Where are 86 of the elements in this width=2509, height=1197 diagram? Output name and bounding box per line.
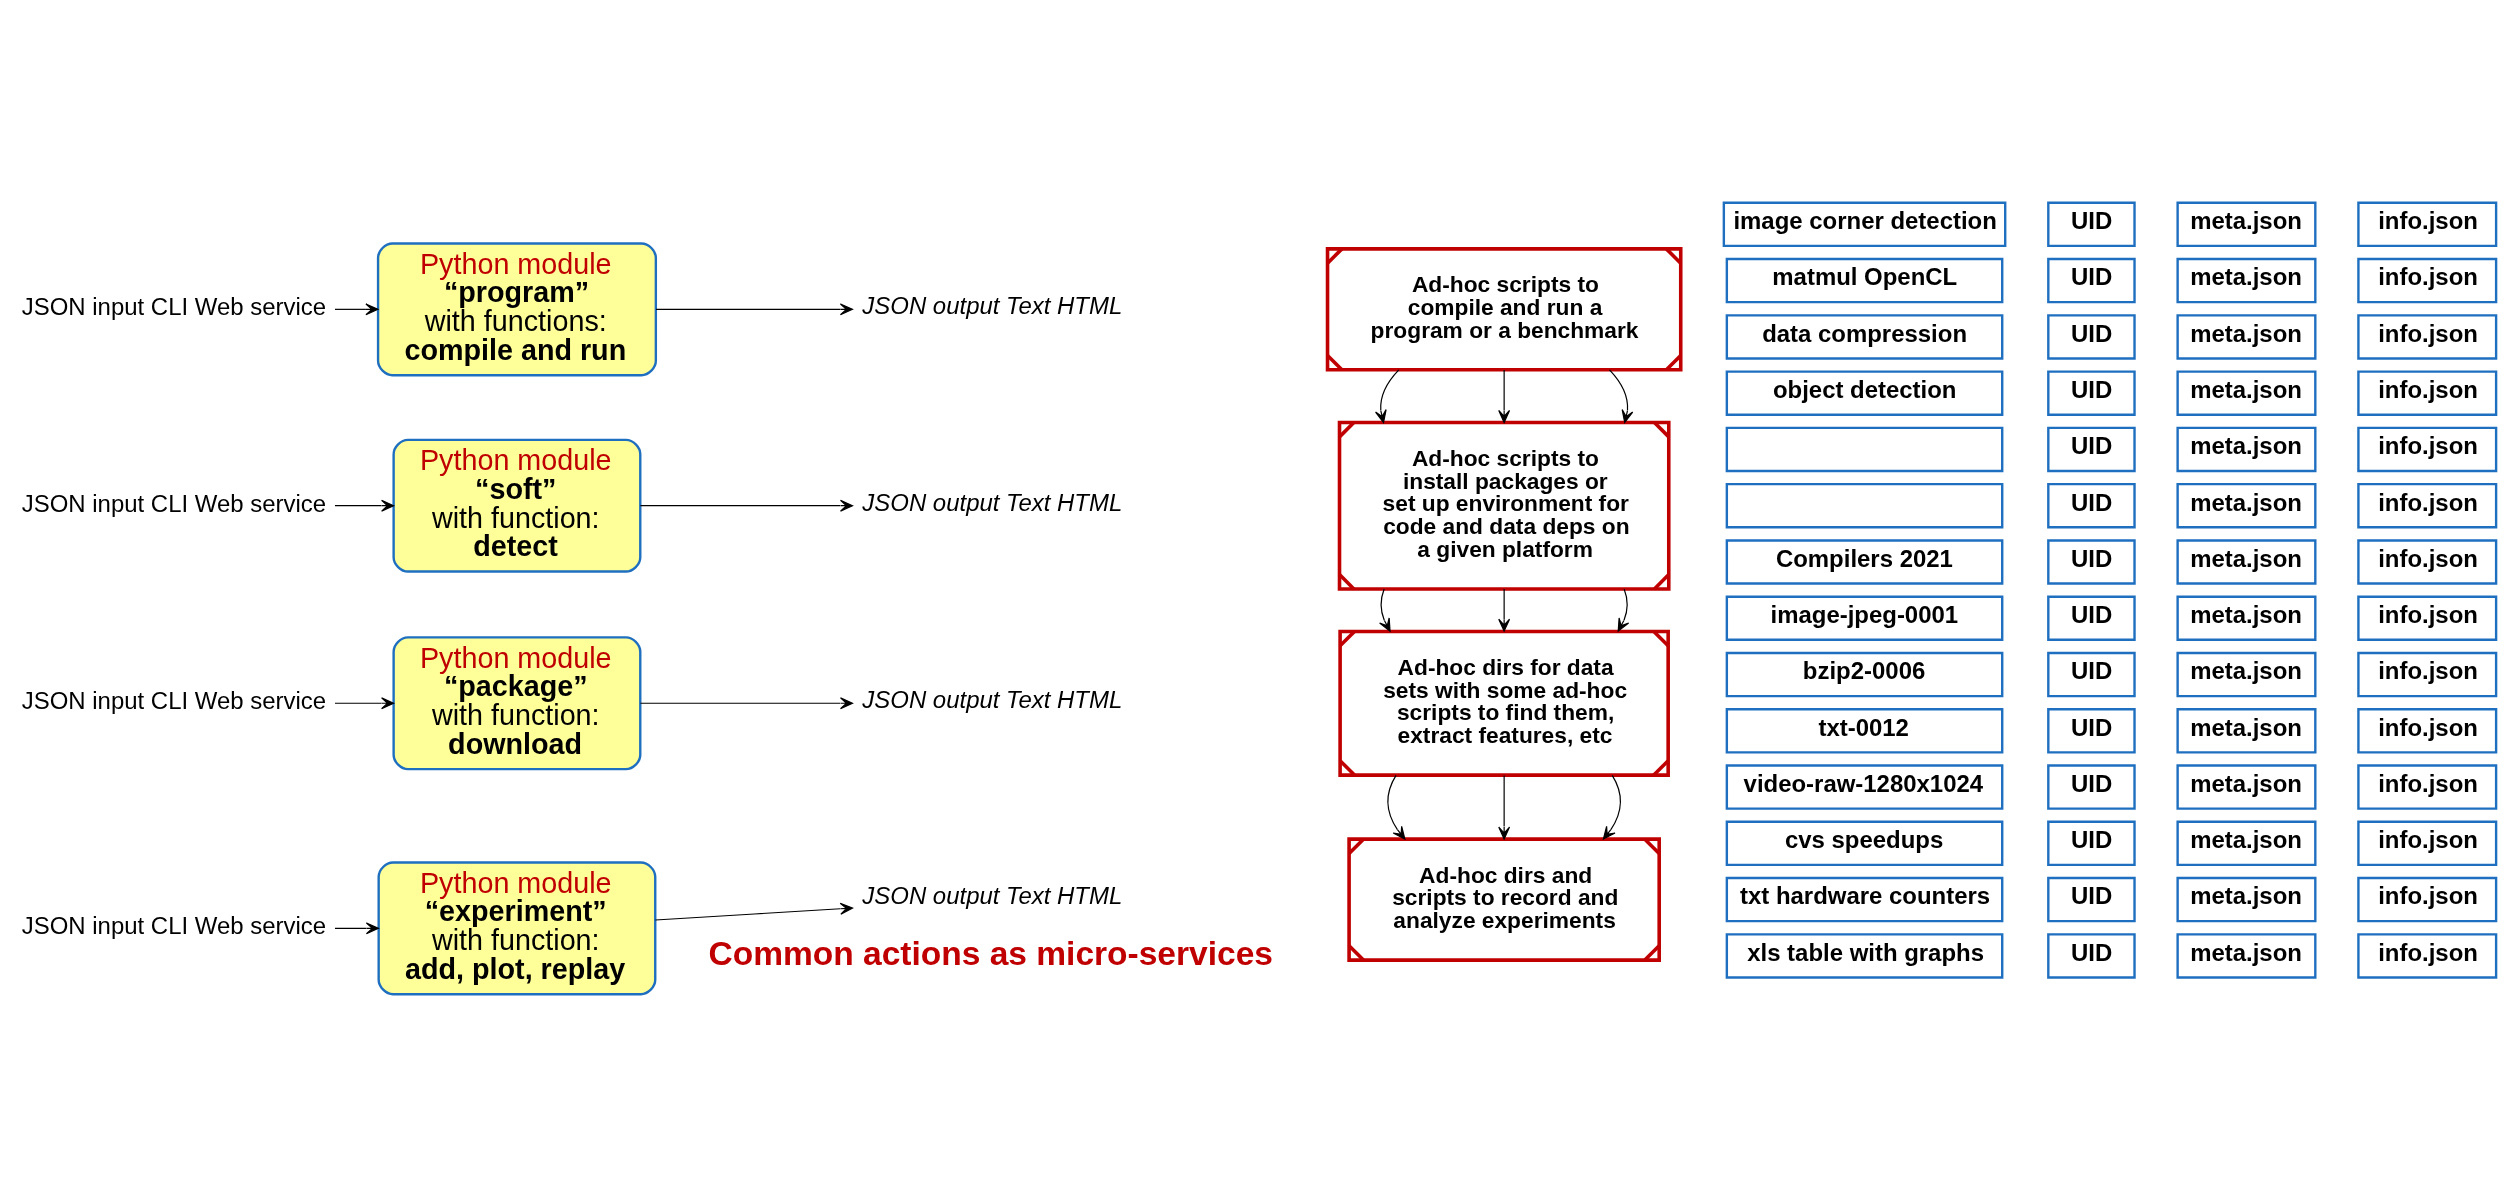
arrow xyxy=(639,697,854,710)
arrow xyxy=(1498,588,1511,632)
node-box: UID xyxy=(2047,708,2136,754)
arrow xyxy=(334,499,395,512)
node-box: meta.json xyxy=(2176,876,2317,923)
node-box: info.json xyxy=(2357,876,2498,923)
node-box: meta.json xyxy=(2176,708,2317,754)
node-box: meta.json xyxy=(2176,426,2317,473)
node-box: meta.json xyxy=(2176,257,2317,304)
node-box: info.json xyxy=(2357,933,2498,979)
node-box: UID xyxy=(2047,651,2136,698)
arrow xyxy=(1379,588,1391,632)
node-box: info.json xyxy=(2357,201,2498,248)
arrow xyxy=(334,922,380,935)
node-box: txt-0012 xyxy=(1725,708,2004,754)
node-box: UID xyxy=(2047,539,2136,585)
arrow xyxy=(1602,774,1621,840)
node-box: cvs speedups xyxy=(1725,820,2004,867)
arrow xyxy=(1375,369,1400,424)
node-box: meta.json xyxy=(2176,539,2317,585)
node-box: UID xyxy=(2047,876,2136,923)
node-box: video-raw-1280x1024 xyxy=(1725,764,2004,810)
arrow xyxy=(334,697,395,710)
node-box: bzip2-0006 xyxy=(1725,651,2004,698)
node-text: JSON input CLI Web service xyxy=(21,293,327,321)
node-box: info.json xyxy=(2357,426,2498,473)
node-box: meta.json xyxy=(2176,933,2317,979)
node-box: matmul OpenCL xyxy=(1725,257,2004,304)
node-box: UID xyxy=(2047,482,2136,529)
node-box: UID xyxy=(2047,426,2136,473)
node-box: image-jpeg-0001 xyxy=(1725,595,2004,641)
arrow xyxy=(1608,369,1634,424)
node-box: info.json xyxy=(2357,482,2498,529)
label: Common actions as micro-services xyxy=(708,935,1273,973)
node-box: info.json xyxy=(2357,314,2498,360)
arrow xyxy=(639,499,854,512)
arrow xyxy=(654,902,854,921)
node-box: Python module “program” with functions: compile and run xyxy=(376,242,658,377)
node-box: Python module “soft” with function: detect xyxy=(392,438,642,573)
node-box: meta.json xyxy=(2176,370,2317,416)
node-box: info.json xyxy=(2357,257,2498,304)
node-box: info.json xyxy=(2357,820,2498,867)
arrow xyxy=(1498,774,1511,840)
arrow xyxy=(1387,774,1406,840)
arrow xyxy=(1498,369,1511,424)
node-box: meta.json xyxy=(2176,820,2317,867)
arrow xyxy=(655,303,854,316)
node-text: JSON input CLI Web service xyxy=(21,489,327,517)
node-box: info.json xyxy=(2357,595,2498,641)
node-box: image corner detection xyxy=(1722,201,2007,248)
node-box: info.json xyxy=(2357,764,2498,810)
node-box xyxy=(1725,426,2004,473)
node-box: meta.json xyxy=(2176,595,2317,641)
node-box: info.json xyxy=(2357,708,2498,754)
node-box xyxy=(1725,482,2004,529)
node-box: UID xyxy=(2047,257,2136,304)
node-box: Python module “experiment” with function: add, plot, replay xyxy=(377,861,657,996)
node-box: xls table with graphs xyxy=(1725,933,2004,979)
node-text: JSON output Text HTML xyxy=(862,488,1123,516)
node-box: info.json xyxy=(2357,370,2498,416)
node-box: info.json xyxy=(2357,651,2498,698)
node-box: Python module “package” with function: download xyxy=(392,636,642,771)
node-box: Compilers 2021 xyxy=(1725,539,2004,585)
node-text: JSON output Text HTML xyxy=(862,686,1123,714)
node-text: JSON input CLI Web service xyxy=(21,687,327,715)
node-box: UID xyxy=(2047,933,2136,979)
node-box: meta.json xyxy=(2176,201,2317,248)
node-box: UID xyxy=(2047,820,2136,867)
node-box: meta.json xyxy=(2176,764,2317,810)
node-text: JSON output Text HTML xyxy=(862,882,1123,910)
node-box: UID xyxy=(2047,764,2136,810)
node-box: data compression xyxy=(1725,314,2004,360)
node-box: object detection xyxy=(1725,370,2004,416)
node-box: UID xyxy=(2047,595,2136,641)
node-text: JSON output Text HTML xyxy=(862,292,1123,320)
node-box: UID xyxy=(2047,370,2136,416)
node-box: UID xyxy=(2047,201,2136,248)
node-box: meta.json xyxy=(2176,482,2317,529)
node-text: JSON input CLI Web service xyxy=(21,912,327,940)
node-box: meta.json xyxy=(2176,651,2317,698)
node-box: info.json xyxy=(2357,539,2498,585)
arrow xyxy=(334,303,379,316)
node-box: txt hardware counters xyxy=(1725,876,2004,923)
node-box: meta.json xyxy=(2176,314,2317,360)
node-box: UID xyxy=(2047,314,2136,360)
arrow xyxy=(1617,588,1630,632)
